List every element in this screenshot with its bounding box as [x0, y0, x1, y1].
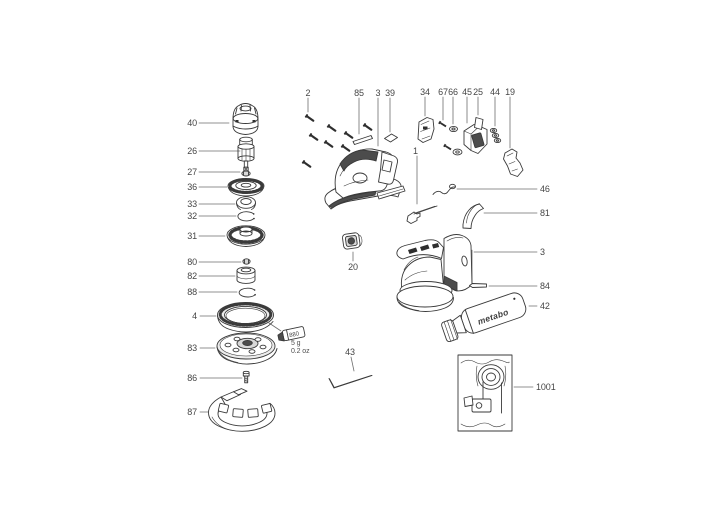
- callout-20: 20: [348, 262, 358, 272]
- part-3-assembled-sander: [396, 234, 473, 312]
- part-4-ring-gear: [217, 302, 274, 333]
- part-44-ring-stack: [489, 127, 502, 144]
- callout-66: 66: [448, 87, 458, 97]
- part-32-snap-ring: [237, 211, 255, 222]
- tube-qty-grams: 5 g: [291, 340, 301, 347]
- callout-67: 67: [438, 87, 448, 97]
- part-34-latch: [417, 117, 435, 143]
- callout-26: 26: [187, 146, 197, 156]
- callout-1: 1: [413, 146, 418, 156]
- part-81-bracket: [462, 203, 484, 229]
- grease-tube-880: 880: [277, 326, 306, 342]
- part-66-washers: [449, 125, 463, 156]
- part-3-top-housing: [324, 148, 406, 210]
- callout-81: 81: [540, 208, 550, 218]
- callout-2: 2: [305, 88, 311, 98]
- callout-36: 36: [187, 182, 197, 192]
- part-40-motor-cap: [232, 103, 259, 135]
- part-20-switch-block: [342, 232, 363, 250]
- callout-86: 86: [187, 373, 197, 383]
- callout-4: 4: [192, 311, 197, 321]
- part-85-sticker: [352, 135, 373, 145]
- part-1-lever: [406, 205, 438, 224]
- part-42-dust-canister: metabo: [441, 292, 527, 343]
- callout-31: 31: [187, 231, 197, 241]
- part-80-nut: [242, 258, 251, 265]
- callout-88: 88: [187, 287, 197, 297]
- part-19-bracket: [503, 148, 524, 177]
- part-27-nut: [241, 170, 251, 177]
- leader-lines: [198, 96, 538, 413]
- part-33-bearing: [236, 196, 256, 210]
- part-25-sticker: [474, 117, 484, 130]
- tube-qty-ounces: 0.2 oz: [291, 348, 310, 355]
- callout-27: 27: [187, 167, 197, 177]
- part-88-snap-ring: [238, 287, 256, 298]
- part-84-strip: [469, 283, 487, 288]
- callout-84: 84: [540, 281, 550, 291]
- callout-19: 19: [505, 87, 515, 97]
- callout-43: 43: [345, 347, 355, 357]
- callout-39: 39: [385, 88, 395, 98]
- part-46-wire-clip: [432, 183, 456, 195]
- part-31-fan: [226, 225, 266, 247]
- part-87-pad-brake-ring: [208, 388, 276, 432]
- callout-83: 83: [187, 343, 197, 353]
- part-26-armature: [237, 136, 255, 172]
- callout-33: 33: [187, 199, 197, 209]
- callout-80: 80: [187, 257, 197, 267]
- callout-45: 45: [462, 87, 472, 97]
- callout-3-top: 3: [375, 88, 381, 98]
- part-36-bearing-flange: [227, 178, 265, 197]
- callout-40: 40: [187, 118, 197, 128]
- callout-85: 85: [354, 88, 364, 98]
- callout-3-right: 3: [540, 247, 545, 257]
- screws-part-2: [301, 114, 373, 168]
- callout-44: 44: [490, 87, 500, 97]
- part-83-backing-pad: [216, 332, 278, 365]
- part-1001-inset: [457, 354, 513, 432]
- part-39-sticker: [384, 133, 398, 143]
- part-67-screws: [438, 120, 452, 151]
- callout-25: 25: [473, 87, 483, 97]
- callout-46: 46: [540, 184, 550, 194]
- tube-880-text: 880: [289, 331, 301, 339]
- callout-42: 42: [540, 301, 550, 311]
- callout-32: 32: [187, 211, 197, 221]
- part-86-screw: [242, 370, 250, 384]
- callout-1001: 1001: [536, 382, 556, 392]
- part-45-switch: [463, 124, 488, 154]
- part-82-bearing-unit: [236, 266, 256, 284]
- part-43-hex-key: [328, 374, 373, 389]
- callout-87: 87: [187, 407, 197, 417]
- callout-82: 82: [187, 271, 197, 281]
- callout-34: 34: [420, 87, 430, 97]
